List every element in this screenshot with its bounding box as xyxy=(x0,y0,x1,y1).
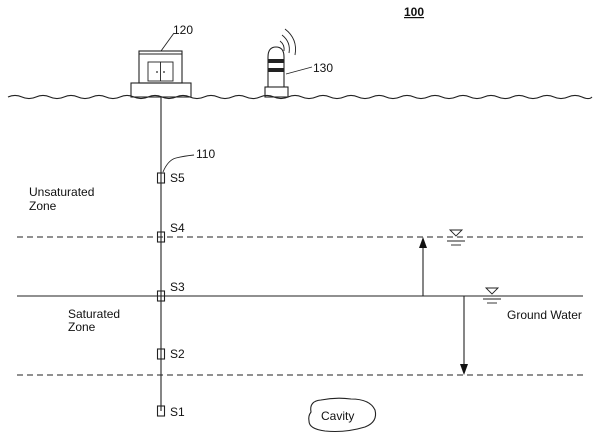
saturated-zone-label-line1: Saturated xyxy=(68,307,120,321)
saturated-zone-label-line2: Zone xyxy=(68,320,96,334)
probe-ref-label: 110 xyxy=(196,147,215,161)
rising-arrow-head xyxy=(419,237,427,248)
sensor-s5: S5 xyxy=(158,171,186,185)
sensor-s3-label: S3 xyxy=(170,280,185,294)
signal-arc-3 xyxy=(285,29,296,55)
water-table-triangle-lower xyxy=(486,288,498,294)
sensor-s4-label: S4 xyxy=(170,221,185,235)
water-table-triangle-upper xyxy=(450,230,462,236)
falling-arrow-head xyxy=(460,364,468,375)
sensor-s1-label: S1 xyxy=(170,405,185,419)
tower-stripe-bottom xyxy=(268,68,284,72)
cavity-label: Cavity xyxy=(321,409,354,423)
tower-body xyxy=(268,47,284,87)
ground-surface-line xyxy=(8,95,592,98)
sensor-s3: S3 xyxy=(158,280,186,301)
tower-leader-line xyxy=(286,67,312,74)
figure-number: 100 xyxy=(404,5,424,19)
sensor-s2-label: S2 xyxy=(170,347,185,361)
monitoring-house: 120 xyxy=(131,23,193,97)
ground-water-label: Ground Water xyxy=(507,308,582,322)
probe-leader-line xyxy=(163,155,194,172)
tower-stripe-top xyxy=(268,59,284,63)
sensor-s2: S2 xyxy=(158,347,186,361)
sensor-s4: S4 xyxy=(158,221,186,242)
tower-ref-label: 130 xyxy=(313,61,333,75)
unsaturated-zone-label-line2: Zone xyxy=(29,199,57,213)
sensor-s5-label: S5 xyxy=(170,171,185,185)
sensor-s1: S1 xyxy=(158,405,186,419)
door-knob-right xyxy=(163,71,165,73)
antenna-tower: 130 xyxy=(265,29,333,97)
cavity: Cavity xyxy=(309,398,376,431)
house-ref-label: 120 xyxy=(173,23,193,37)
door-knob-left xyxy=(156,71,158,73)
rising-arrow xyxy=(419,237,427,296)
falling-arrow xyxy=(460,296,468,375)
unsaturated-zone-label-line1: Unsaturated xyxy=(29,185,94,199)
